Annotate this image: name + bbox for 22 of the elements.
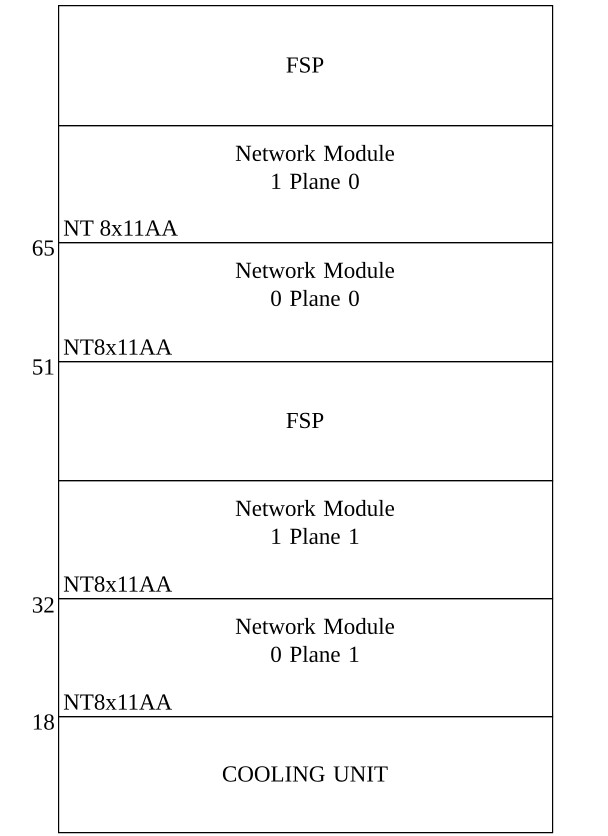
band-label: FSP	[286, 57, 324, 73]
module-band	[58, 598, 554, 718]
module-band	[58, 480, 554, 600]
band-label: Network Module 1 Plane 1	[236, 500, 394, 544]
module-band	[58, 361, 554, 482]
band-label: Network Module 0 Plane 0	[236, 262, 394, 306]
band-label: COOLING UNIT	[222, 766, 388, 782]
band-label: FSP	[286, 412, 324, 428]
part-number-label: NT8x11AA	[64, 576, 172, 592]
part-number-label: NT8x11AA	[64, 694, 172, 710]
module-band	[58, 242, 554, 362]
band-label: Network Module 1 Plane 0	[236, 144, 394, 190]
band-label: Network Module 0 Plane 1	[236, 618, 394, 662]
module-band	[58, 716, 554, 834]
module-band	[58, 5, 554, 126]
slot-number: 32	[32, 597, 54, 613]
slot-number: 65	[32, 240, 54, 256]
part-number-label: NT 8x11AA	[64, 220, 178, 236]
slot-number: 18	[34, 714, 54, 730]
module-band	[58, 125, 554, 244]
slot-number: 51	[33, 359, 54, 375]
part-number-label: NT8x11AA	[64, 339, 172, 355]
